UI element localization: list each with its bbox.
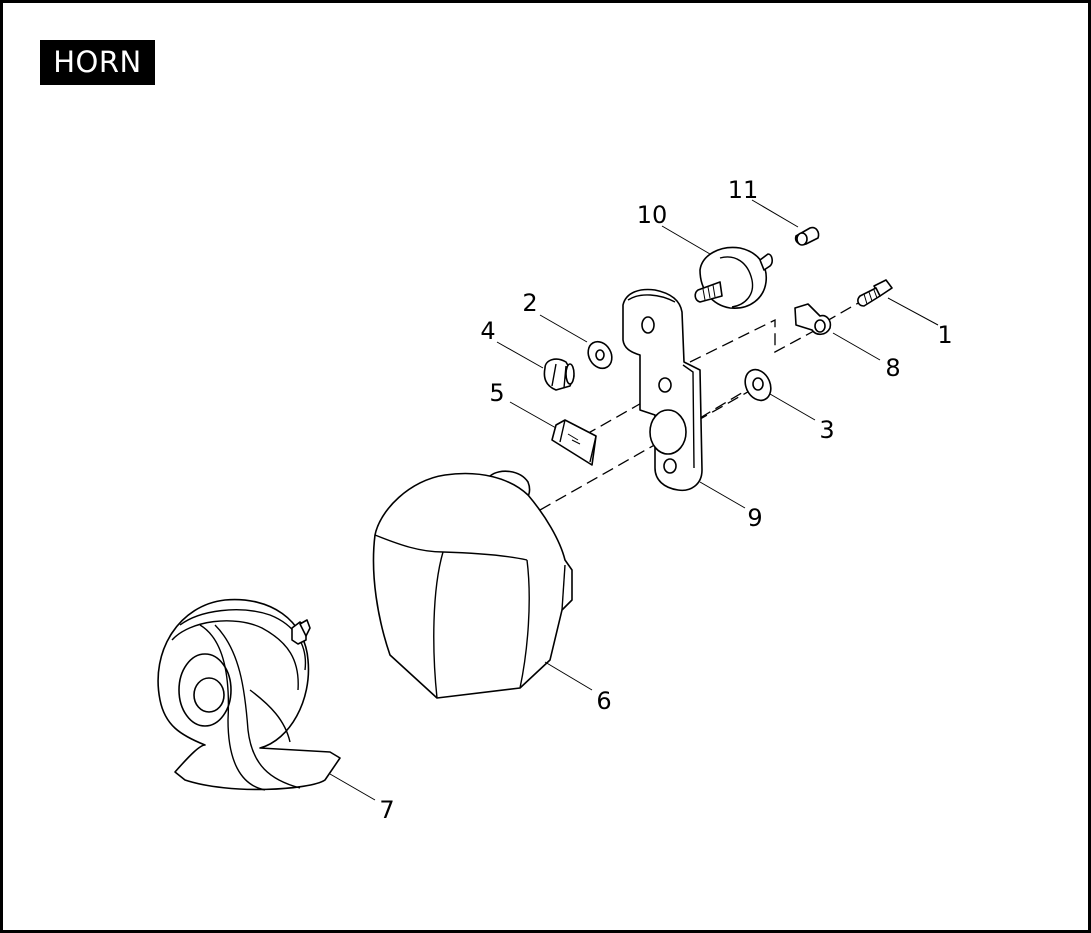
callout-9: 9 <box>747 504 762 532</box>
flange-nut <box>744 368 772 402</box>
leader-line-3 <box>769 393 816 421</box>
callout-labels: 1 2 3 4 5 6 7 8 9 10 11 <box>379 176 952 824</box>
diagram-title: HORN <box>40 40 155 85</box>
leader-line-10 <box>661 225 711 255</box>
callout-2: 2 <box>522 289 537 317</box>
leader-line-11 <box>751 199 799 228</box>
speed-nut-clip <box>551 419 597 466</box>
mounting-bracket <box>622 288 703 492</box>
callout-10: 10 <box>637 201 668 229</box>
leader-line-9 <box>699 481 746 509</box>
leader-line-2 <box>539 314 588 343</box>
leader-line-6 <box>544 661 593 691</box>
leader-lines <box>329 199 939 801</box>
callout-8: 8 <box>885 354 900 382</box>
callout-7: 7 <box>379 796 394 824</box>
leader-line-5 <box>509 401 557 429</box>
screw <box>857 279 893 307</box>
leader-line-4 <box>496 341 544 369</box>
callout-3: 3 <box>819 416 834 444</box>
callout-1: 1 <box>937 321 952 349</box>
leader-line-7 <box>329 773 376 801</box>
callout-6: 6 <box>596 687 611 715</box>
leader-line-8 <box>832 332 881 361</box>
callout-5: 5 <box>489 379 504 407</box>
spiral-horn <box>157 598 341 791</box>
callout-11: 11 <box>728 176 759 204</box>
washer <box>587 340 613 370</box>
horn-cover <box>372 470 573 699</box>
wire-clamp <box>794 303 832 336</box>
cap-nut <box>794 226 820 246</box>
assembly-lines <box>539 301 861 511</box>
leader-line-1 <box>887 297 939 326</box>
rubber-mount <box>694 246 773 309</box>
acorn-nut <box>543 358 575 391</box>
callout-4: 4 <box>480 317 495 345</box>
